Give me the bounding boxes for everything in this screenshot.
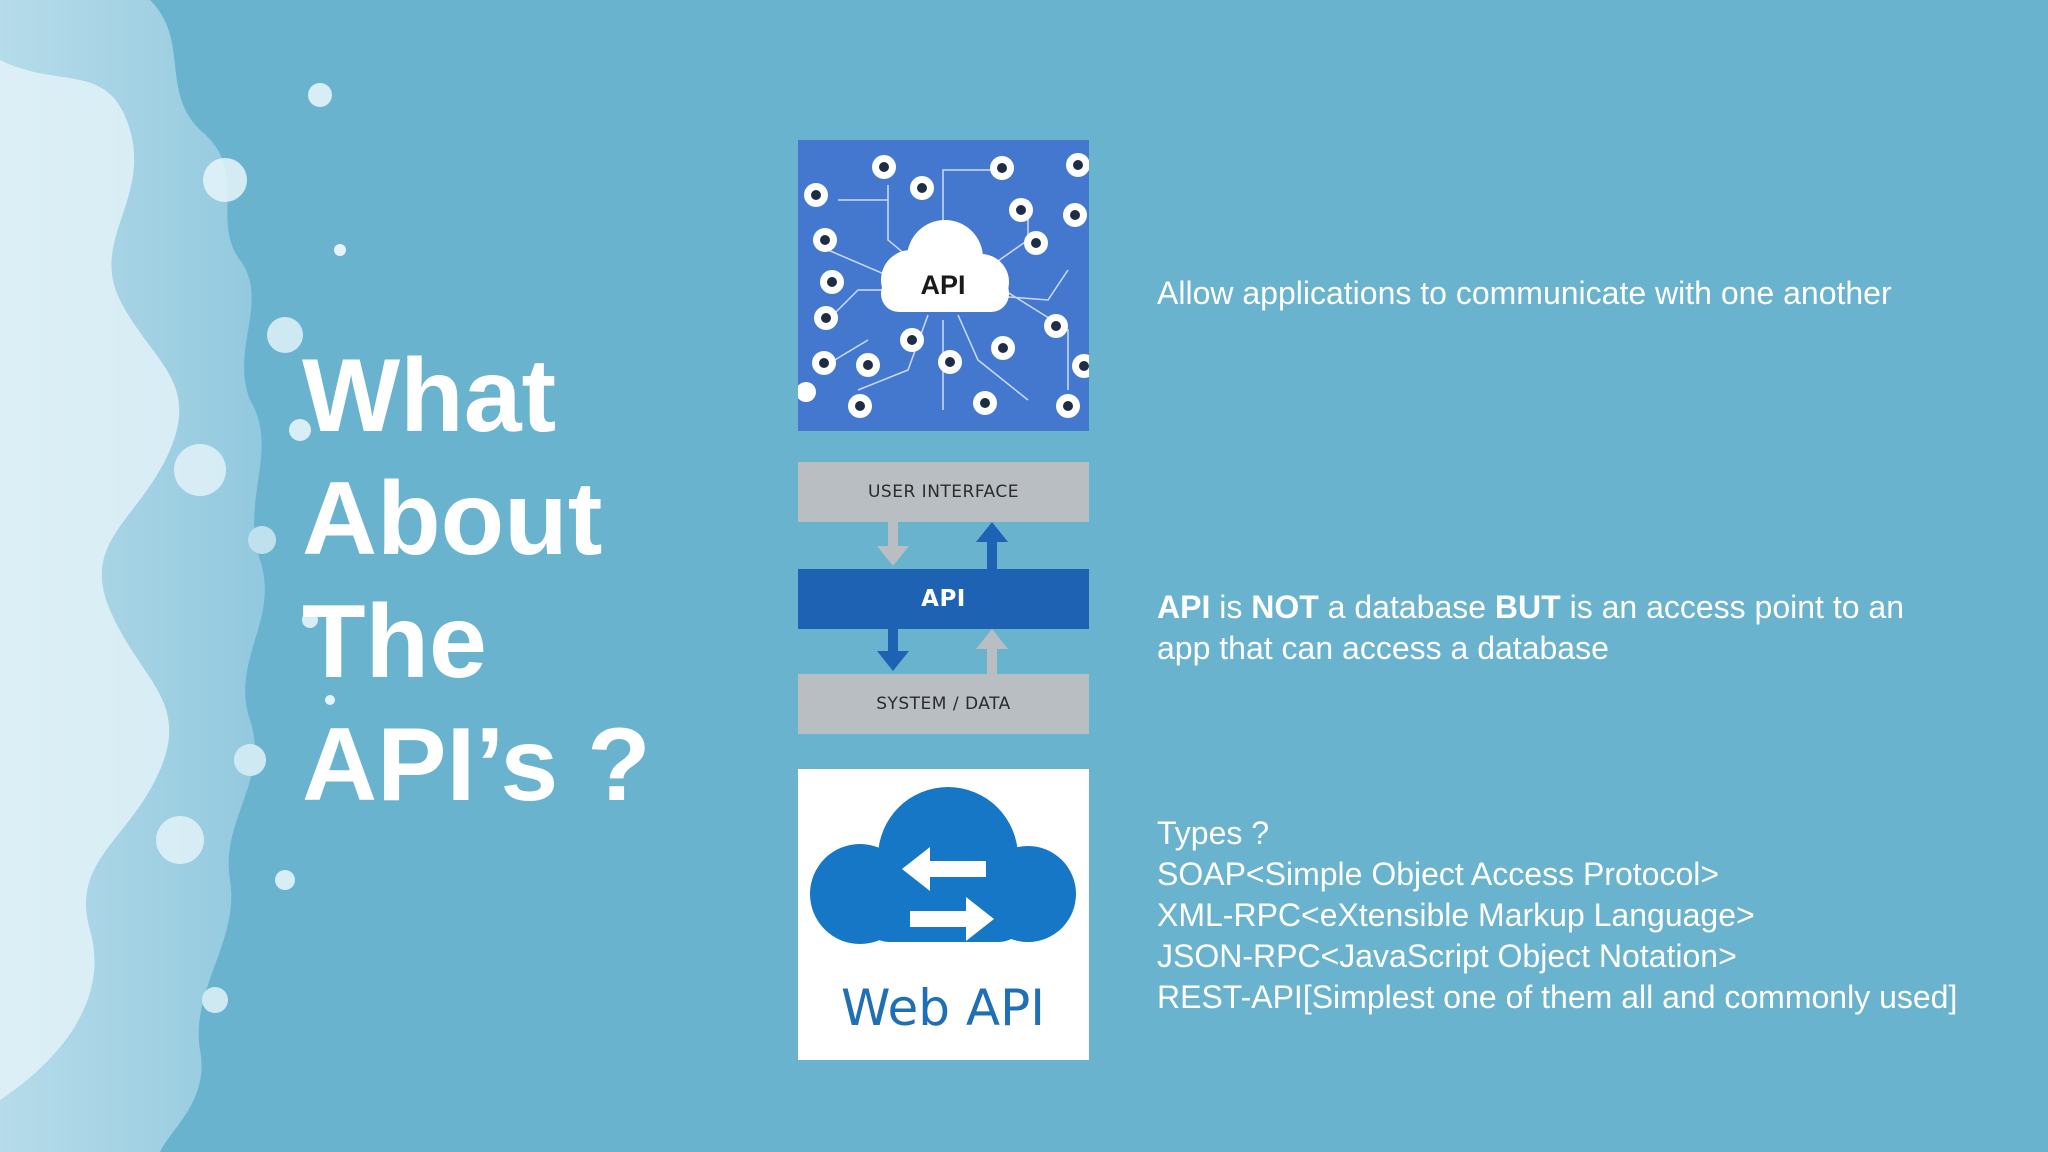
- title-line: The: [302, 584, 487, 700]
- types-heading: Types ?: [1157, 815, 1270, 851]
- down-arrow-icon: [877, 522, 909, 566]
- title-line: About: [302, 461, 603, 577]
- down-arrow-icon: [877, 629, 909, 671]
- slide-title: What About The API’s ?: [302, 335, 651, 827]
- api-layer: API: [798, 569, 1089, 629]
- title-line: API’s ?: [302, 707, 651, 823]
- but-term: BUT: [1494, 589, 1561, 625]
- web-api-graphic: Web API: [810, 787, 1076, 1037]
- api-types-list: Types ? SOAP<Simple Object Access Protoc…: [1157, 813, 1957, 1018]
- text-access-point: is an access point to an: [1560, 589, 1904, 625]
- description-line: API is NOT a database BUT is an access p…: [1157, 587, 1904, 628]
- cloud-icon: [810, 787, 1076, 944]
- type-item-soap: SOAP<Simple Object Access Protocol>: [1157, 856, 1720, 892]
- web-api-image: Web API: [798, 769, 1089, 1060]
- description-not-database: API is NOT a database BUT is an access p…: [1157, 587, 1904, 669]
- api-layer-diagram: USER INTERFACE API SYSTEM / DATA: [798, 462, 1089, 734]
- api-network-image: API: [798, 140, 1089, 431]
- system-data-layer: SYSTEM / DATA: [798, 674, 1089, 734]
- up-arrow-icon: [976, 629, 1008, 674]
- layer-arrows-bottom: [877, 629, 1008, 674]
- text-is: is: [1210, 589, 1252, 625]
- type-item-json-rpc: JSON-RPC<JavaScript Object Notation>: [1157, 938, 1737, 974]
- up-arrow-icon: [976, 522, 1008, 569]
- web-api-label: Web API: [841, 979, 1045, 1037]
- exchange-arrows-icon: [902, 847, 994, 941]
- text-a-database: a database: [1318, 589, 1495, 625]
- api-network-graphic: API: [798, 153, 1089, 418]
- api-cloud-label: API: [920, 270, 965, 300]
- api-term: API: [1157, 589, 1211, 625]
- title-line: What: [302, 338, 557, 454]
- layer-arrows-top: [877, 522, 1008, 569]
- type-item-rest-api: REST-API[Simplest one of them all and co…: [1157, 979, 1958, 1015]
- user-interface-layer: USER INTERFACE: [798, 462, 1089, 522]
- description-line: app that can access a database: [1157, 630, 1609, 666]
- not-term: NOT: [1251, 589, 1319, 625]
- description-communicate: Allow applications to communicate with o…: [1157, 275, 1892, 311]
- type-item-xml-rpc: XML-RPC<eXtensible Markup Language>: [1157, 897, 1755, 933]
- paint-splash-decoration: [0, 0, 346, 1152]
